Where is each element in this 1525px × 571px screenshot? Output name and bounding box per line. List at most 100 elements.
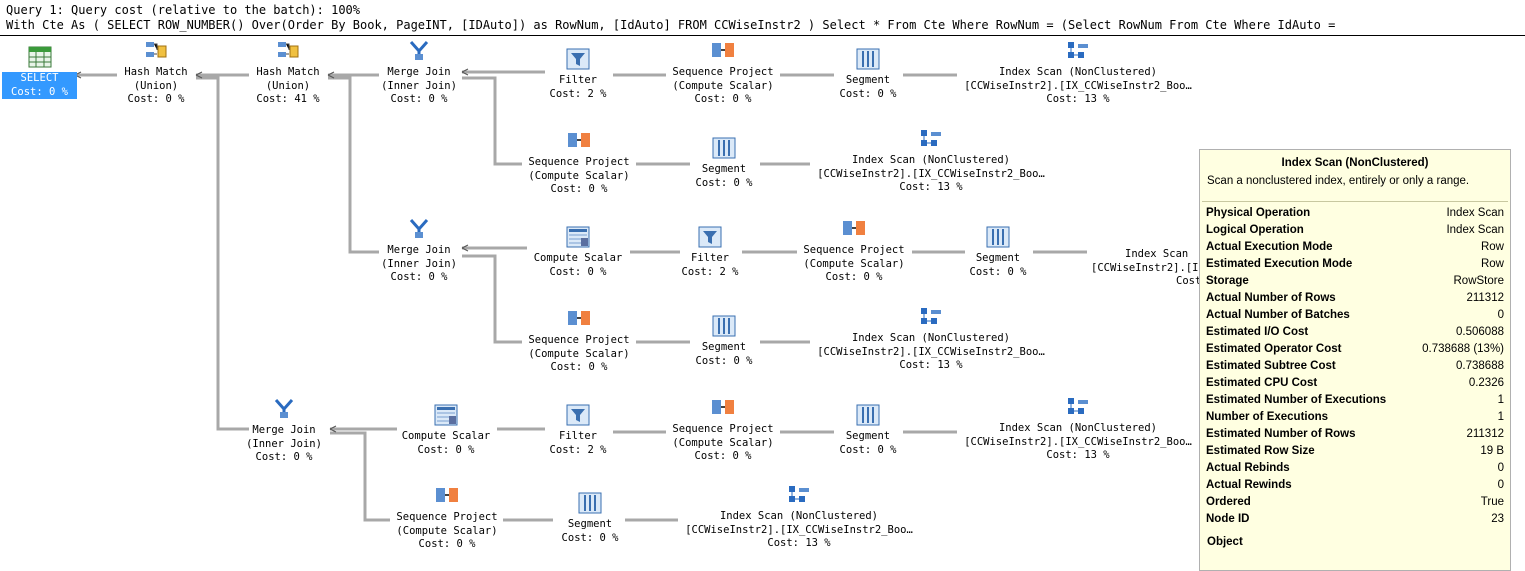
node-cost: Cost: 13 % (767, 537, 831, 549)
property-name: Estimated Number of Rows (1206, 428, 1356, 440)
node-title: Segment (845, 430, 891, 442)
index-scan-icon (789, 486, 809, 502)
filter-node-1[interactable]: Filter Cost: 2 % (540, 48, 616, 101)
property-value: 19 B (1480, 445, 1504, 457)
filter-icon (566, 48, 590, 70)
node-subtitle: (Compute Scalar) (528, 169, 630, 182)
node-cost: Cost: 0 % (825, 271, 883, 283)
property-name: Estimated CPU Cost (1206, 377, 1318, 389)
filter-node-2[interactable]: Filter Cost: 2 % (672, 226, 748, 279)
node-title: Merge Join (387, 244, 451, 256)
property-value: True (1480, 496, 1504, 508)
property-name: Actual Rewinds (1206, 479, 1292, 491)
operator-properties-tooltip: Index Scan (NonClustered) Scan a nonclus… (1199, 149, 1511, 571)
index-scan-node-1[interactable]: Index Scan (NonClustered) [CCWiseInstr2]… (955, 40, 1201, 107)
sequence-project-icon (712, 400, 734, 414)
index-scan-icon (1068, 398, 1088, 414)
merge-join-node-1[interactable]: Merge Join (Inner Join) Cost: 0 % (375, 40, 463, 107)
sequence-project-node-4[interactable]: Sequence Project (Compute Scalar) Cost: … (518, 308, 640, 375)
plan-connectors (74, 68, 1087, 522)
segment-node-4[interactable]: Segment Cost: 0 % (686, 315, 762, 368)
property-value: 23 (1491, 513, 1504, 525)
node-title: Index Scan (NonClustered) (851, 332, 1011, 344)
property-value: RowStore (1453, 275, 1505, 287)
property-name: Estimated Row Size (1206, 445, 1315, 457)
segment-icon (712, 137, 736, 159)
sequence-project-node-2[interactable]: Sequence Project (Compute Scalar) Cost: … (518, 130, 640, 197)
hash-match-node-2[interactable]: Hash Match (Union) Cost: 41 % (244, 40, 332, 107)
index-scan-icon (921, 130, 941, 146)
property-name: Estimated Execution Mode (1206, 258, 1353, 270)
sequence-project-node-5[interactable]: Sequence Project (Compute Scalar) Cost: … (662, 397, 784, 464)
property-value: 211312 (1466, 428, 1504, 440)
index-scan-node-6[interactable]: Index Scan (NonClustered) [CCWiseInstr2]… (676, 484, 922, 551)
property-name: Storage (1206, 275, 1249, 287)
tooltip-property-row: Node ID 23 (1206, 511, 1504, 528)
node-title: Sequence Project (528, 156, 630, 168)
segment-node-3[interactable]: Segment Cost: 0 % (960, 226, 1036, 279)
segment-node-1[interactable]: Segment Cost: 0 % (830, 48, 906, 101)
node-title: Filter (559, 430, 597, 442)
sequence-project-icon (712, 43, 734, 57)
index-scan-icon (1068, 42, 1088, 58)
node-cost: Cost: 13 % (1046, 449, 1110, 461)
node-title: Index Scan (NonClustered) (851, 154, 1011, 166)
hash-match-icon (146, 42, 167, 58)
property-value: 211312 (1466, 292, 1504, 304)
node-title: Merge Join (252, 424, 316, 436)
index-scan-node-2[interactable]: Index Scan (NonClustered) [CCWiseInstr2]… (808, 128, 1054, 195)
property-value: 0.506088 (1456, 326, 1504, 338)
node-subtitle: (Compute Scalar) (672, 436, 774, 449)
property-value: 0.738688 (1456, 360, 1504, 372)
node-subtitle: (Union) (265, 79, 311, 92)
compute-scalar-node-2[interactable]: Compute Scalar Cost: 0 % (394, 404, 498, 457)
index-scan-node-4[interactable]: Index Scan (NonClustered) [CCWiseInstr2]… (808, 306, 1054, 373)
node-title: Segment (701, 341, 747, 353)
merge-join-node-2[interactable]: Merge Join (Inner Join) Cost: 0 % (375, 218, 463, 285)
node-title: Index Scan (1125, 248, 1189, 260)
index-scan-node-3[interactable]: Index Scan [CCWiseInstr2].[I Cost (1091, 248, 1201, 289)
compute-scalar-node-1[interactable]: Compute Scalar Cost: 0 % (526, 226, 630, 279)
node-cost: Cost: 2 % (681, 265, 739, 278)
property-name: Logical Operation (1206, 224, 1304, 236)
filter-node-3[interactable]: Filter Cost: 2 % (540, 404, 616, 457)
query-cost-line: Query 1: Query cost (relative to the bat… (6, 3, 361, 17)
tooltip-object-heading: Object (1207, 536, 1243, 548)
segment-icon (856, 48, 880, 70)
property-value: 1 (1497, 411, 1504, 423)
segment-icon (856, 404, 880, 426)
node-subtitle: (Union) (133, 79, 179, 92)
tooltip-divider (1202, 201, 1508, 202)
merge-join-icon (409, 41, 429, 60)
hash-match-node-1[interactable]: Hash Match (Union) Cost: 0 % (112, 40, 200, 107)
sequence-project-node-6[interactable]: Sequence Project (Compute Scalar) Cost: … (386, 485, 508, 552)
node-cost: Cost: 13 % (1046, 93, 1110, 105)
merge-join-node-3[interactable]: Merge Join (Inner Join) Cost: 0 % (240, 398, 328, 465)
index-scan-node-5[interactable]: Index Scan (NonClustered) [CCWiseInstr2]… (955, 396, 1201, 463)
segment-node-2[interactable]: Segment Cost: 0 % (686, 137, 762, 190)
sequence-project-node-3[interactable]: Sequence Project (Compute Scalar) Cost: … (793, 218, 915, 285)
node-cost: Cost: 0 % (418, 538, 476, 550)
merge-join-icon (274, 399, 294, 418)
node-title: Merge Join (387, 66, 451, 78)
filter-icon (698, 226, 722, 248)
node-title: Compute Scalar (533, 252, 623, 264)
node-title: Sequence Project (803, 244, 905, 256)
node-subtitle: [CCWiseInstr2].[I (1091, 261, 1199, 274)
query-text-line: With Cte As ( SELECT ROW_NUMBER() Over(O… (6, 18, 1336, 32)
segment-node-5[interactable]: Segment Cost: 0 % (830, 404, 906, 457)
node-subtitle: (Compute Scalar) (396, 524, 498, 537)
segment-node-6[interactable]: Segment Cost: 0 % (552, 492, 628, 545)
node-cost: Cost: 0 % (839, 87, 897, 100)
property-name: Node ID (1206, 513, 1250, 525)
node-cost: Cost: 0 % (839, 443, 897, 456)
node-cost: Cost: 0 % (11, 85, 68, 98)
sequence-project-node-1[interactable]: Sequence Project (Compute Scalar) Cost: … (662, 40, 784, 107)
